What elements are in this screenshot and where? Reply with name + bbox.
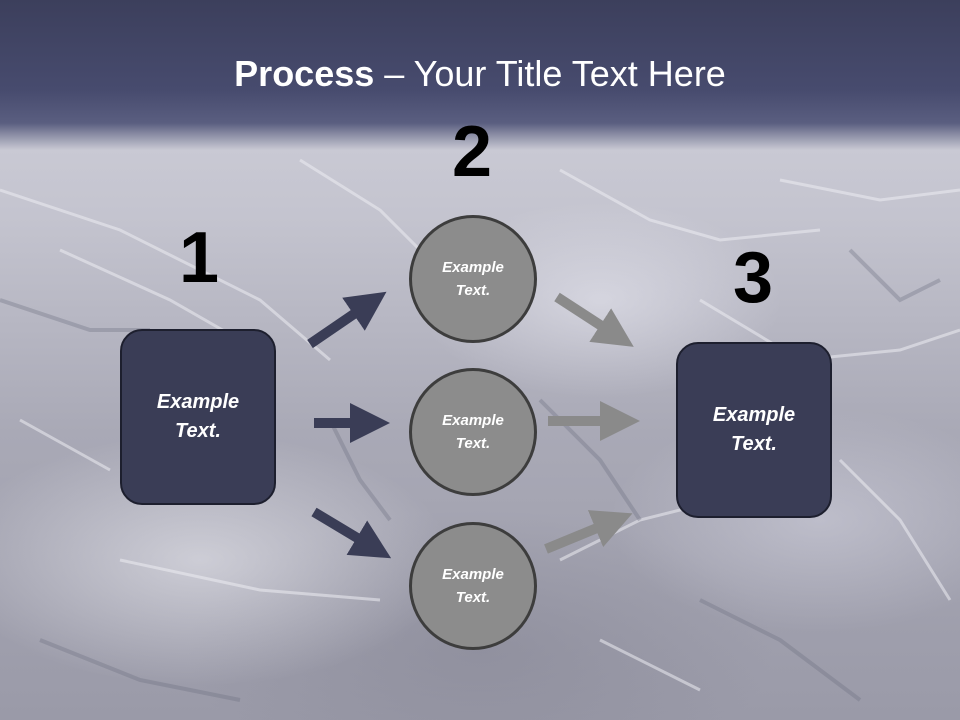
title-rest: Your Title Text Here [413,53,726,94]
step-1-box-label: Example Text. [156,391,240,442]
step-3-box-label: Example Text. [712,404,796,455]
step-3-box[interactable]: Example Text. [676,342,832,518]
step-number-2: 2 [451,112,493,192]
step-2-circle-top[interactable]: Example Text. [409,215,537,343]
circle-bottom-label: Example Text. [442,566,504,606]
step-1-box[interactable]: Example Text. [120,329,276,505]
step-number-3: 3 [732,238,774,318]
step-number-1: 1 [178,218,220,298]
step-2-circle-middle[interactable]: Example Text. [409,368,537,496]
slide-title: Process – Your Title Text Here [0,52,960,96]
title-bold: Process [234,53,375,94]
circle-middle-label: Example Text. [442,412,504,452]
circle-top-label: Example Text. [442,259,504,299]
title-separator: – [374,53,414,94]
step-2-circle-bottom[interactable]: Example Text. [409,522,537,650]
header-band [0,0,960,150]
